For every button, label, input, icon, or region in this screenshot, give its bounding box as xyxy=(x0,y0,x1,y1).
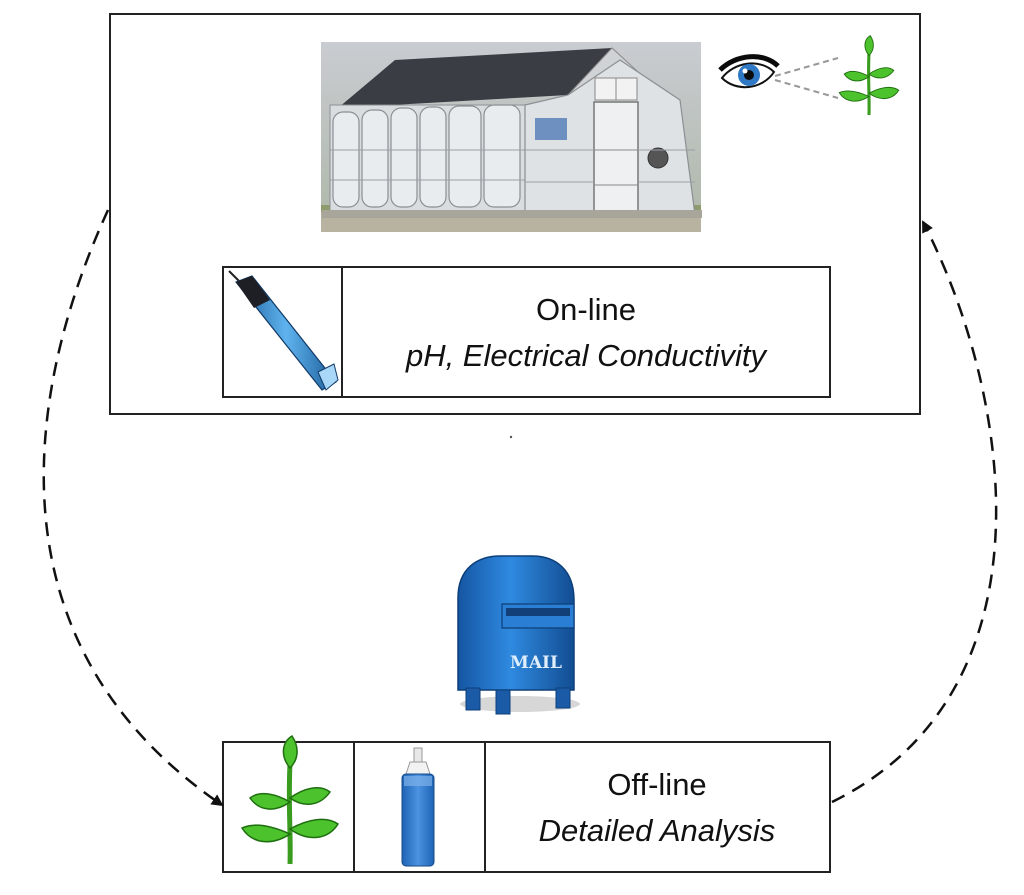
offline-subtitle: Detailed Analysis xyxy=(539,813,776,848)
stray-dot xyxy=(509,435,513,439)
greenhouse-photo xyxy=(321,42,702,232)
offline-panel xyxy=(222,741,831,873)
flow-arrow-to-online xyxy=(831,220,998,804)
online-station-frame xyxy=(109,13,921,415)
ph-probe-icon xyxy=(228,270,339,391)
mailbox-icon: MAIL xyxy=(457,555,580,715)
offline-title: Off-line xyxy=(607,767,706,802)
sight-lines xyxy=(774,57,839,99)
plant-icon xyxy=(837,34,901,117)
mailbox-label: MAIL xyxy=(510,653,562,673)
eye-icon xyxy=(718,54,780,89)
online-title: On-line xyxy=(536,292,636,327)
sample-bottle-icon xyxy=(401,747,435,867)
online-subtitle: pH, Electrical Conductivity xyxy=(405,338,769,373)
flow-arrow-to-offline xyxy=(42,209,224,807)
